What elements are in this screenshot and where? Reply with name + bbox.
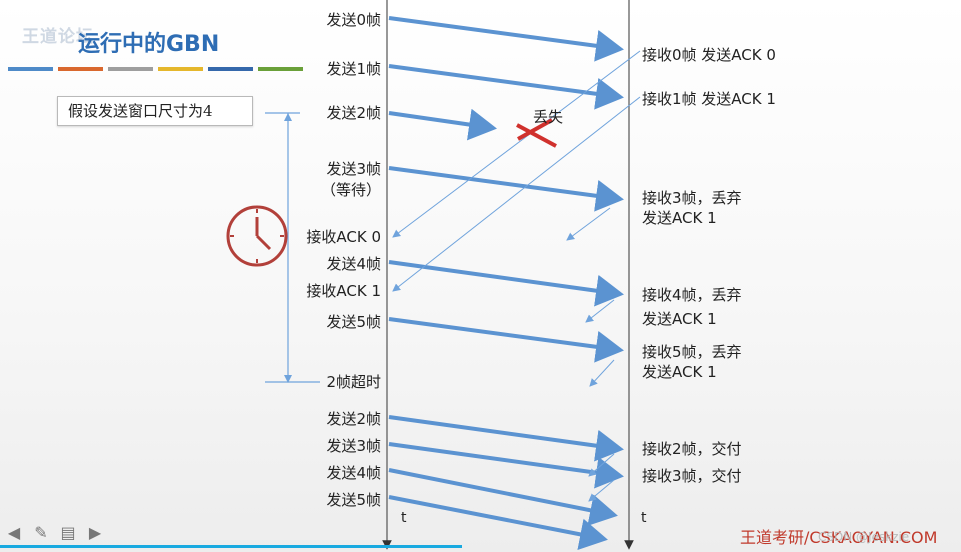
sender-event-timeout: 2帧超时 <box>326 373 381 391</box>
accent-bar <box>58 67 103 71</box>
sender-event-receive-ack0: 接收ACK 0 <box>306 228 381 246</box>
receiver-event-r4-ack: 发送ACK 1 <box>642 310 717 328</box>
sender-event-receive-ack1: 接收ACK 1 <box>306 282 381 300</box>
sender-event-send5: 发送5帧 <box>326 313 381 331</box>
sender-event-resend2: 发送2帧 <box>326 410 381 428</box>
sender-event-send3: 发送3帧 <box>326 160 381 178</box>
sender-event-send1: 发送1帧 <box>326 60 381 78</box>
pen-icon[interactable]: ✎ <box>34 523 48 542</box>
bracket-arrowhead <box>284 375 292 383</box>
frame1-arrow <box>388 64 624 110</box>
sender-event-send0: 发送0帧 <box>326 11 381 29</box>
ack-after-resend2 <box>588 453 615 477</box>
ack1-arrow <box>392 96 641 292</box>
accent-bar <box>258 67 303 71</box>
forum-watermark: 王道论坛 <box>22 27 94 47</box>
receiver-event-r5-discard: 接收5帧，丢弃 <box>642 343 742 361</box>
dup-ack-after-frame3 <box>566 207 611 241</box>
accent-bar <box>208 67 253 71</box>
receiver-time-axis-label: t <box>641 510 647 526</box>
accent-bar <box>8 67 53 71</box>
receiver-event-r3-ack: 发送ACK 1 <box>642 209 717 227</box>
frame4-arrow <box>388 260 624 307</box>
resend-frame5-arrow <box>388 495 608 551</box>
sender-event-resend3: 发送3帧 <box>326 437 381 455</box>
accent-bar <box>158 67 203 71</box>
dup-ack-after-frame4 <box>585 299 615 323</box>
frame5-arrow <box>388 317 624 363</box>
frame0-arrow <box>388 16 624 62</box>
footer-brand: 王道考研/CSKAOYAN.COM <box>740 528 938 547</box>
accent-bar <box>108 67 153 71</box>
resend-frame3-arrow <box>388 442 624 489</box>
receiver-event-r4-discard: 接收4帧，丢弃 <box>642 286 742 304</box>
footer-attribution: CSDN @Jeskzie <box>818 530 910 544</box>
lost-cross-icon <box>516 118 557 148</box>
previous-slide-icon[interactable]: ◀ <box>7 523 21 542</box>
receiver-event-r0: 接收0帧 发送ACK 0 <box>642 46 776 64</box>
receiver-event-r3-discard: 接收3帧，丢弃 <box>642 189 742 207</box>
progress-bar <box>0 545 462 548</box>
bracket-arrowhead-top <box>284 113 292 121</box>
slide-title: 运行中的GBN <box>78 32 220 57</box>
dup-ack-after-frame5 <box>589 359 615 387</box>
receiver-event-r1: 接收1帧 发送ACK 1 <box>642 90 776 108</box>
resend-frame4-arrow <box>388 468 618 526</box>
clock-icon <box>226 205 288 267</box>
menu-icon[interactable]: ▤ <box>60 523 76 542</box>
window-size-assumption: 假设发送窗口尺寸为4 <box>57 96 253 126</box>
lost-label: 丢失 <box>533 108 564 126</box>
receiver-event-r3-deliver: 接收3帧，交付 <box>642 467 742 485</box>
frame3-arrow <box>388 166 624 212</box>
sender-event-send4: 发送4帧 <box>326 255 381 273</box>
slide-navigation: ◀ ✎ ▤ ▶ <box>5 524 104 542</box>
sender-time-axis-label: t <box>401 510 407 526</box>
sender-event-resend5: 发送5帧 <box>326 491 381 509</box>
receiver-event-r5-ack: 发送ACK 1 <box>642 363 717 381</box>
ack-after-resend3 <box>588 479 615 502</box>
accent-color-bars <box>8 67 303 71</box>
frame2-lost-arrow <box>388 108 497 141</box>
receiver-event-r2-deliver: 接收2帧，交付 <box>642 440 742 458</box>
sender-event-send2: 发送2帧 <box>326 104 381 122</box>
ack0-arrow <box>392 50 641 238</box>
next-slide-icon[interactable]: ▶ <box>88 523 102 542</box>
sender-event-resend4: 发送4帧 <box>326 464 381 482</box>
sender-event-wait: （等待） <box>320 181 381 199</box>
resend-frame2-arrow <box>388 415 624 462</box>
